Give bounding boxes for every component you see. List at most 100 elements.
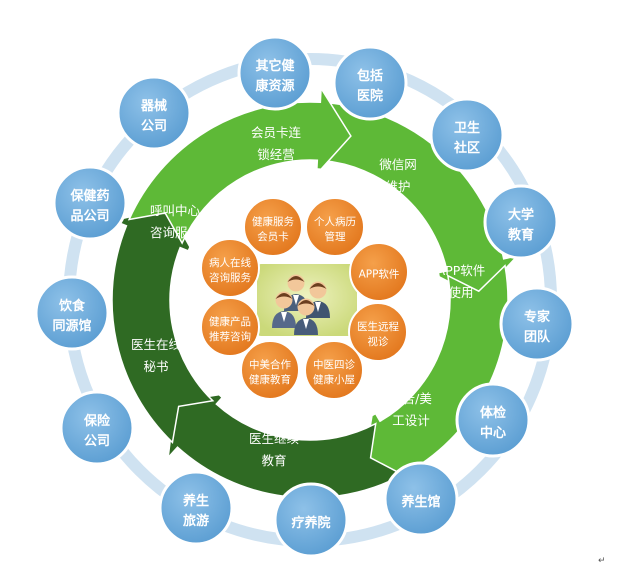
inner-node-label: 医生远程视诊 <box>357 320 399 348</box>
inner-node-circle <box>349 242 409 302</box>
arrow-label-line: APP软件 <box>437 263 486 278</box>
inner-node: 健康产品推荐咨询 <box>200 297 260 357</box>
arrow-label-line: 工设计 <box>392 413 430 428</box>
outer-node-label: 养生馆 <box>400 494 440 510</box>
inner-node: 医生远程视诊 <box>348 302 408 362</box>
inner-node-label-line: 中美合作 <box>249 358 291 371</box>
outer-node-circle <box>429 97 505 173</box>
arrow-label: 微信网维护 <box>379 157 417 194</box>
outer-node-label: 保健药品公司 <box>69 188 109 224</box>
arrow-label: APP软件使用 <box>437 263 486 300</box>
outer-node-label-line: 保险 <box>83 413 111 429</box>
arrow-label-line: 使用 <box>448 285 473 300</box>
outer-node-label: 卫生社区 <box>453 120 480 156</box>
outer-node-circle <box>499 286 575 362</box>
inner-node-label-line: 个人病历 <box>314 215 356 228</box>
arrow-label: 医生继续教育 <box>249 431 299 468</box>
outer-node: 保健药品公司 <box>52 165 128 241</box>
outer-node-label-line: 体检 <box>480 405 506 421</box>
inner-node-label: 中医四诊健康小屋 <box>313 358 355 386</box>
outer-node-circle <box>59 390 135 466</box>
inner-node-label-line: 健康产品 <box>209 315 251 328</box>
outer-node-label-line: 器械 <box>140 98 167 114</box>
inner-node-circle <box>305 197 365 257</box>
person-icon <box>294 298 318 335</box>
inner-node: 中美合作健康教育 <box>240 340 300 400</box>
inner-node-label-line: 管理 <box>325 230 346 243</box>
inner-node-label-line: 健康教育 <box>249 373 291 386</box>
outer-node-label-line: 卫生 <box>454 120 480 136</box>
arrow-cycle <box>110 85 520 499</box>
arrow-label: 会员卡连锁经营 <box>251 125 302 162</box>
outer-node-label-line: 教育 <box>507 227 534 243</box>
arrow-label-line: 医生继续 <box>249 431 299 446</box>
outer-node-circle <box>116 75 192 151</box>
outer-node-circle <box>273 482 349 558</box>
person-hair <box>309 283 327 289</box>
outer-node-label: 器械公司 <box>140 98 167 134</box>
inner-node-circle <box>243 197 303 257</box>
outer-node: 其它健康资源 <box>237 35 313 111</box>
inner-node-label-line: 病人在线 <box>209 256 251 269</box>
outer-node-label-line: 医院 <box>357 88 383 104</box>
outer-node-label: 大学教育 <box>507 207 534 243</box>
inner-node: 病人在线咨询服务 <box>200 238 260 298</box>
outer-node: 养生旅游 <box>158 470 234 546</box>
outer-node: 疗养院 <box>273 482 349 558</box>
inner-node-label-line: 健康服务 <box>252 215 294 228</box>
inner-node-circle <box>240 340 300 400</box>
outer-node: 专家团队 <box>499 286 575 362</box>
outer-node: 卫生社区 <box>429 97 505 173</box>
paragraph-mark: ↵ <box>598 556 606 566</box>
outer-node-label: 包括医院 <box>357 68 383 104</box>
outer-node-label-line: 专家 <box>524 309 551 325</box>
outer-node-circle <box>483 184 559 260</box>
inner-node-circle <box>200 238 260 298</box>
outer-node-label: 体检中心 <box>480 405 506 441</box>
outer-node-label-line: 大学 <box>508 207 534 223</box>
group-of-people-icon <box>257 264 357 336</box>
inner-node: 中医四诊健康小屋 <box>304 340 364 400</box>
arrow-label-line: 广告/美 <box>390 391 432 406</box>
outer-node-label-line: 旅游 <box>183 513 209 529</box>
person-collar <box>281 312 287 322</box>
outer-node-circle <box>52 165 128 241</box>
outer-node-label: 饮食同源馆 <box>52 298 91 334</box>
outer-node-label-line: 同源馆 <box>52 318 91 334</box>
inner-node-label: 健康服务会员卡 <box>252 215 294 243</box>
inner-node: APP软件 <box>349 242 409 302</box>
outer-node: 包括医院 <box>332 45 408 121</box>
inner-node-label-line: 健康小屋 <box>313 373 355 386</box>
inner-node-label-line: 会员卡 <box>257 230 289 243</box>
inner-node-label: 病人在线咨询服务 <box>209 256 251 284</box>
person-collar <box>315 302 321 312</box>
person-collar <box>293 295 299 305</box>
outer-node-label-line: 团队 <box>524 330 551 345</box>
inner-node-label: 个人病历管理 <box>314 215 356 243</box>
outer-node-label-line: 社区 <box>453 140 480 156</box>
inner-node-label: 中美合作健康教育 <box>249 358 291 386</box>
arrow-label-line: 微信网 <box>379 157 417 172</box>
outer-node-label: 保险公司 <box>83 413 111 449</box>
outer-node-label-line: 康资源 <box>255 78 294 94</box>
outer-node: 保险公司 <box>59 390 135 466</box>
inner-node: 个人病历管理 <box>305 197 365 257</box>
outer-node-label-line: 公司 <box>141 119 167 134</box>
arrow-label-line: 教育 <box>261 453 286 468</box>
outer-node-label-line: 包括 <box>357 68 383 84</box>
arrow-label-line: 医生在线 <box>131 337 182 352</box>
arrow-label: 呼叫中心咨询服务 <box>150 203 201 240</box>
outer-node-circle <box>158 470 234 546</box>
outer-node: 大学教育 <box>483 184 559 260</box>
outer-node-circle <box>455 382 531 458</box>
outer-node-label-line: 中心 <box>480 425 506 441</box>
outer-node-label: 其它健康资源 <box>255 58 294 94</box>
inner-node: 健康服务会员卡 <box>243 197 303 257</box>
arrow-label: 广告/美工设计 <box>390 391 432 428</box>
outer-node-label-line: 品公司 <box>70 209 109 224</box>
arrow-label-line: 维护 <box>385 179 410 194</box>
outer-node: 体检中心 <box>455 382 531 458</box>
outer-node-label-line: 保健药 <box>69 188 109 204</box>
outer-node-label-line: 饮食 <box>58 298 86 314</box>
